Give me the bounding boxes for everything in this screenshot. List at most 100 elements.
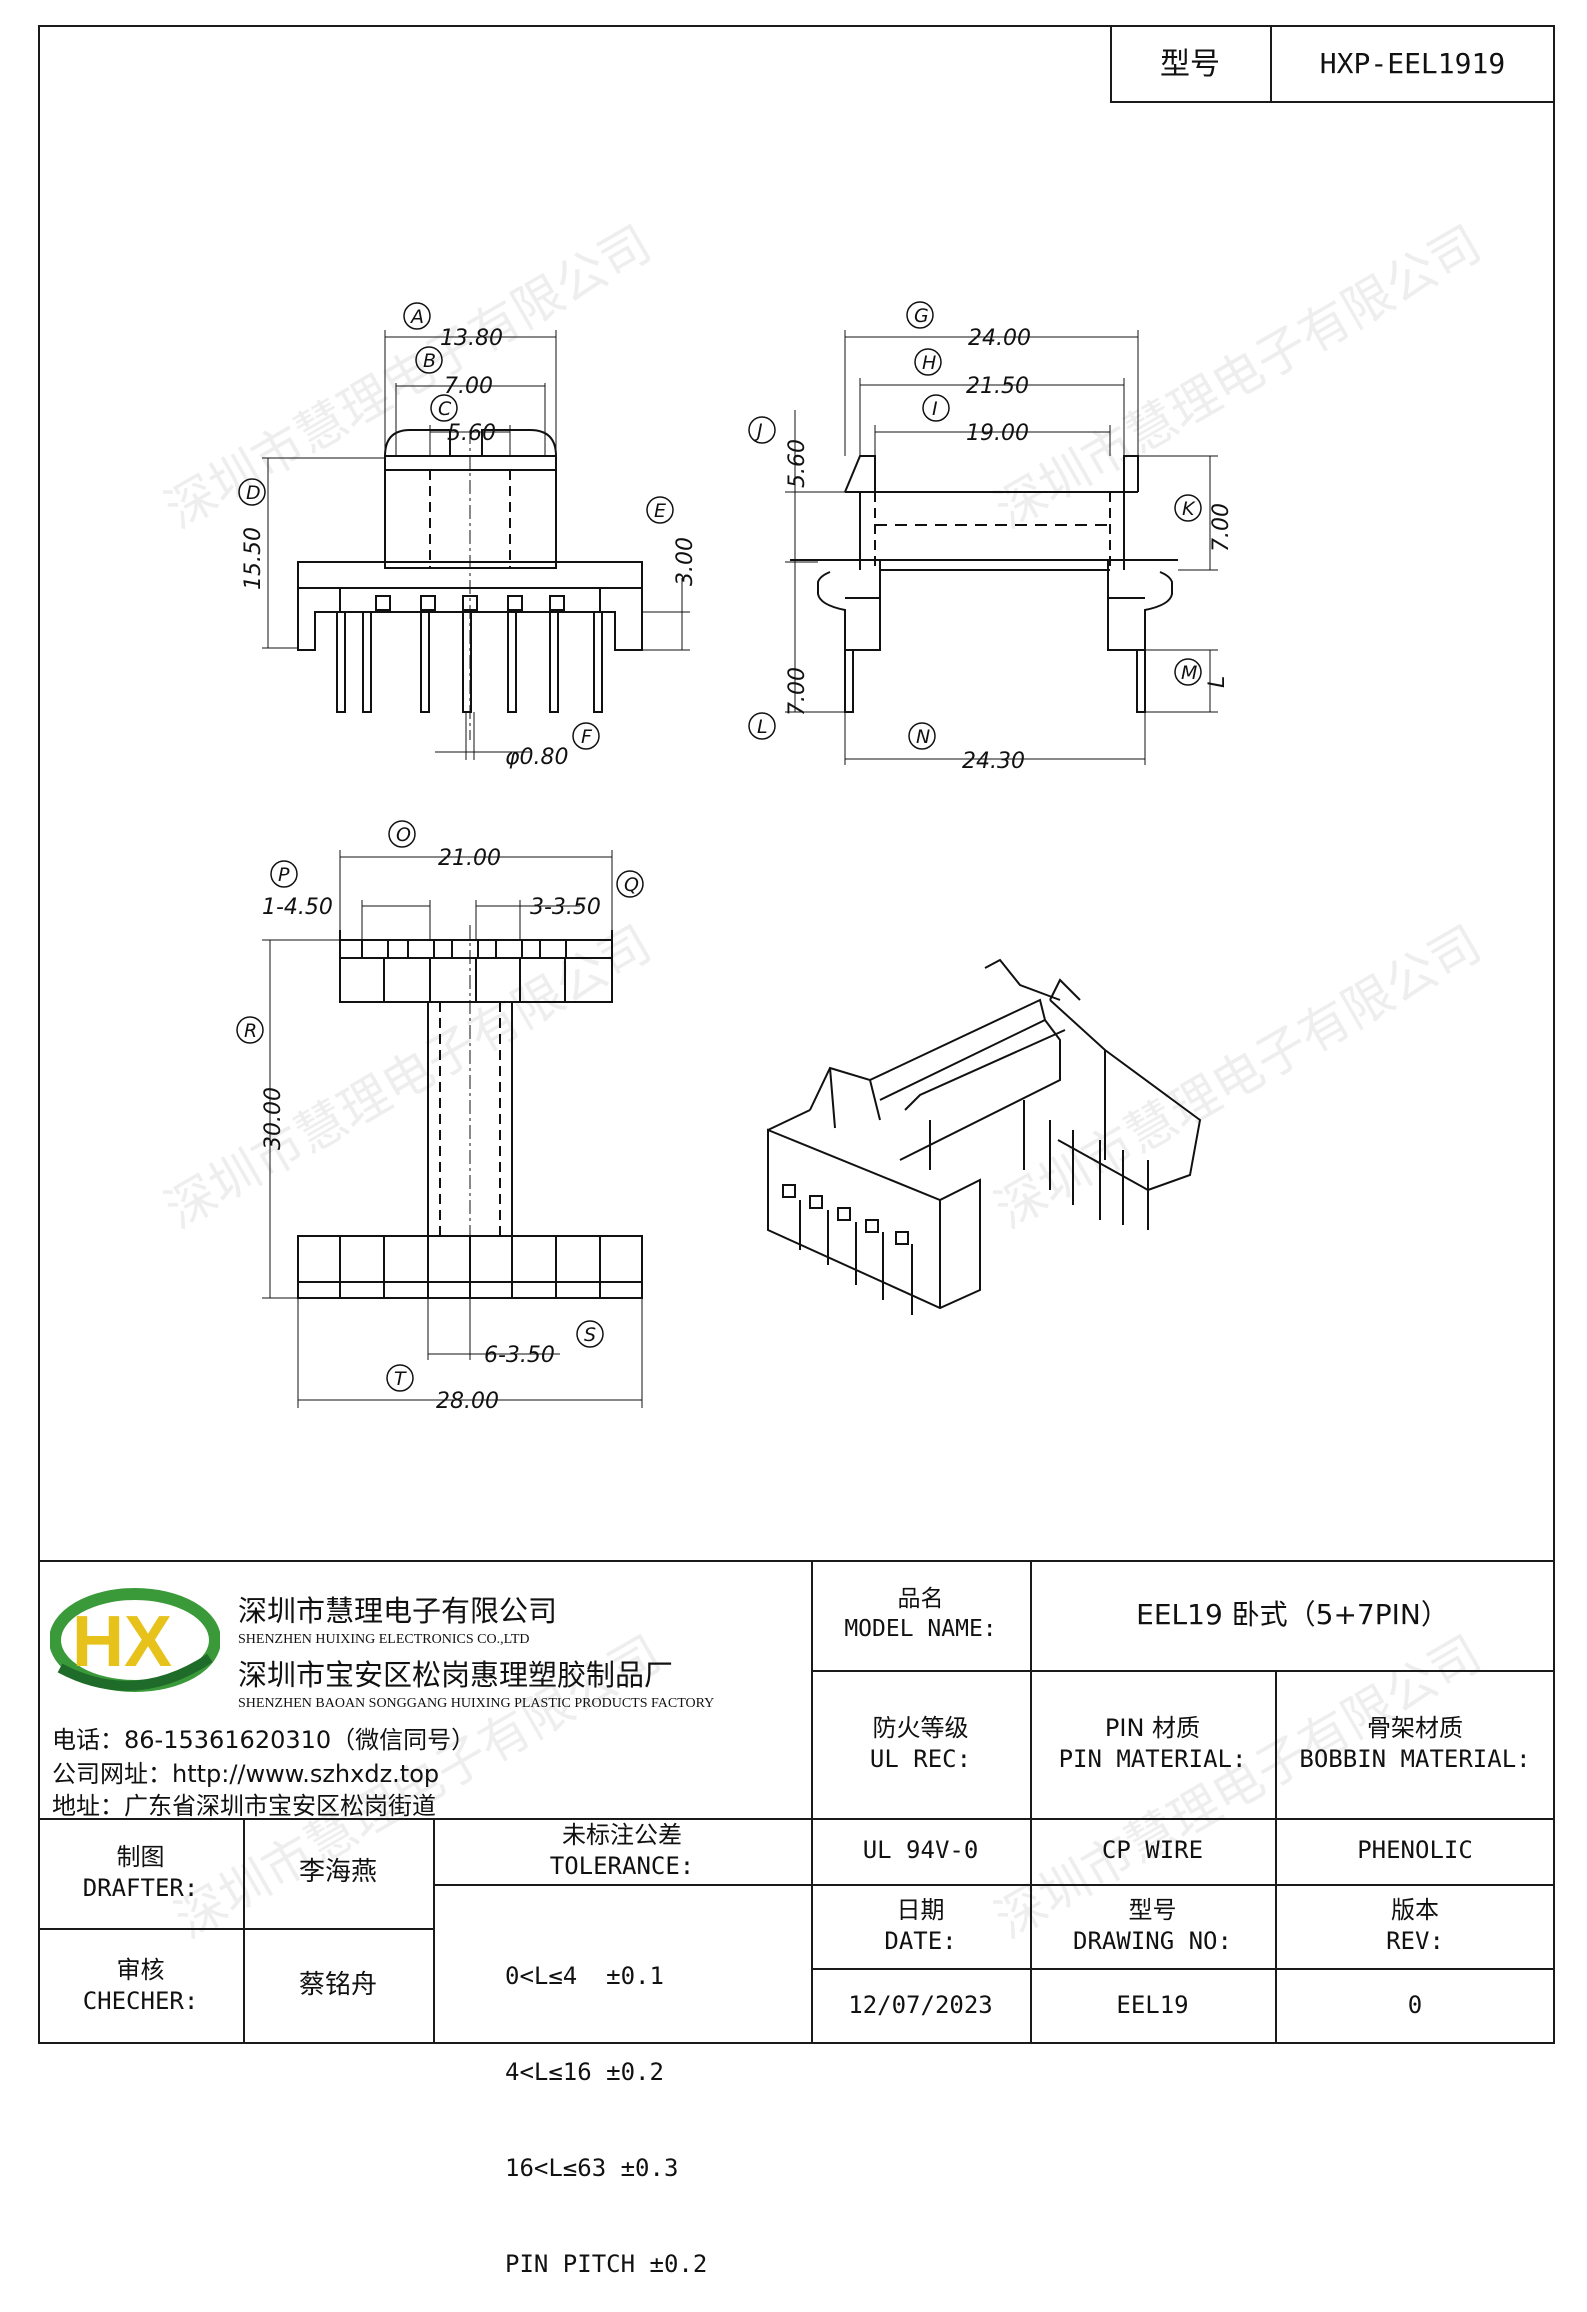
company-logo: HX: [50, 1588, 220, 1692]
checker-label-cn: 审核: [116, 1955, 165, 1984]
circle-letter: D: [246, 482, 261, 504]
bobbin-material-value: PHENOLIC: [1357, 1836, 1473, 1865]
tolerance-row: PIN PITCH ±0.2: [505, 2250, 708, 2278]
isometric-view: [767, 958, 1202, 1315]
company-website: 公司网址：http://www.szhxdz.top: [52, 1760, 440, 1788]
circle-letter: K: [1182, 498, 1196, 520]
tolerance-label: 未标注公差 TOLERANCE:: [433, 1818, 811, 1884]
dim-O: 21.00: [438, 846, 501, 871]
front-view: [238, 302, 690, 760]
model-value: HXP-EEL1919: [1319, 46, 1506, 80]
pin-material-value: CP WIRE: [1101, 1836, 1204, 1865]
bobbin-material-label-en: BOBBIN MATERIAL:: [1299, 1745, 1531, 1773]
drafter-label-en: DRAFTER:: [82, 1874, 199, 1902]
checker-name: 蔡铭舟: [298, 1970, 377, 2001]
technical-drawing: 13.80 7.00 5.60 15.50 3.00 φ0.80 24.00 2…: [236, 301, 1234, 1414]
date-label: 日期 DATE:: [811, 1884, 1030, 1968]
model-name-label: 品名 MODEL NAME:: [811, 1560, 1030, 1670]
circle-letter: I: [932, 398, 938, 420]
fire-rating-label-cn: 防火等级: [872, 1713, 969, 1742]
circle-letter: C: [438, 398, 452, 420]
dim-A: 13.80: [440, 326, 503, 351]
dim-N: 24.30: [962, 749, 1025, 774]
circle-letter: H: [922, 352, 936, 374]
date-value: 12/07/2023: [848, 1991, 993, 2020]
drawing-frame: [38, 25, 1555, 2044]
rev-label-cn: 版本: [1391, 1895, 1439, 1924]
fire-rating-label: 防火等级 UL REC:: [811, 1670, 1030, 1818]
circle-letter: N: [916, 726, 930, 748]
factory-name-cn: 深圳市宝安区松岗惠理塑胶制品厂: [238, 1658, 674, 1692]
drawing-no-label: 型号 DRAWING NO:: [1030, 1884, 1275, 1968]
circle-letter: Q: [624, 874, 639, 896]
bobbin-material-label: 骨架材质 BOBBIN MATERIAL:: [1275, 1670, 1555, 1818]
dim-S: 6-3.50: [484, 1343, 555, 1368]
logo-text: HX: [72, 1602, 172, 1682]
drafter-label: 制图 DRAFTER:: [38, 1818, 243, 1928]
rev-value: 0: [1407, 1991, 1423, 2020]
company-phone: 电话：86-15361620310（微信同号）: [52, 1726, 476, 1754]
drawing-no-label-en: DRAWING NO:: [1073, 1927, 1232, 1955]
bobbin-material-label-cn: 骨架材质: [1367, 1713, 1463, 1742]
company-address: 地址：广东省深圳市宝安区松岗街道: [52, 1792, 436, 1820]
tolerance-row: 4<L≤16 ±0.2: [505, 2058, 664, 2086]
tolerance-table: 0<L≤4 ±0.1 4<L≤16 ±0.2 16<L≤63 ±0.3 PIN …: [505, 1896, 707, 2312]
model-name-label-en: MODEL NAME:: [844, 1616, 997, 1642]
dim-F: φ0.80: [505, 745, 569, 770]
circle-letter: T: [394, 1368, 407, 1390]
date-label-cn: 日期: [896, 1895, 945, 1924]
dim-T: 28.00: [436, 1389, 499, 1414]
model-box: [1110, 25, 1555, 103]
circle-letter: M: [1181, 662, 1197, 684]
drawing-no-value: EEL19: [1116, 1991, 1189, 2020]
rev-label: 版本 REV:: [1275, 1884, 1555, 1968]
circle-letter: P: [278, 864, 290, 886]
drawing-no-label-cn: 型号: [1128, 1895, 1177, 1924]
circle-letter: J: [753, 420, 763, 442]
pin-material-label-en: PIN MATERIAL:: [1058, 1745, 1247, 1773]
dim-R: 30.00: [261, 1087, 286, 1150]
circle-letter: R: [244, 1020, 257, 1042]
tolerance-label-cn: 未标注公差: [562, 1820, 682, 1849]
bottom-view: [236, 820, 644, 1408]
model-name-label-cn: 品名: [897, 1586, 944, 1613]
dim-J: 5.60: [785, 439, 810, 488]
fire-rating-value: UL 94V-0: [862, 1836, 979, 1865]
checker-label: 审核 CHECHER:: [38, 1928, 243, 2044]
tolerance-row: 0<L≤4 ±0.1: [505, 1962, 664, 1990]
company-name-en: SHENZHEN HUIXING ELECTRONICS CO.,LTD: [238, 1632, 530, 1647]
circle-letter: O: [396, 824, 411, 846]
circle-letter: E: [654, 500, 666, 522]
dim-Q: 3-3.50: [530, 895, 601, 920]
dim-K: 7.00: [1209, 503, 1234, 552]
dim-I: 19.00: [966, 421, 1029, 446]
circle-letter: G: [914, 305, 929, 327]
date-label-en: DATE:: [884, 1927, 957, 1955]
fire-rating-label-en: UL REC:: [869, 1745, 972, 1773]
side-view: [748, 301, 1218, 765]
tolerance-row: 16<L≤63 ±0.3: [505, 2154, 679, 2182]
model-label: 型号: [1160, 46, 1220, 82]
circle-letter: L: [757, 716, 768, 738]
circle-letter: B: [423, 350, 436, 372]
dim-H: 21.50: [966, 374, 1029, 399]
circle-letter: F: [581, 726, 593, 748]
drafter-label-cn: 制图: [116, 1842, 165, 1871]
rev-label-en: REV:: [1386, 1927, 1444, 1955]
dim-M: L: [1205, 676, 1230, 688]
dim-E: 3.00: [673, 537, 698, 586]
pin-material-label-cn: PIN 材质: [1104, 1713, 1201, 1742]
checker-label-en: CHECHER:: [82, 1987, 199, 2015]
dimension-labels: 13.80 7.00 5.60 15.50 3.00 φ0.80 24.00 2…: [241, 326, 1234, 1414]
pin-material-label: PIN 材质 PIN MATERIAL:: [1030, 1670, 1275, 1818]
drafter-name: 李海燕: [298, 1857, 377, 1888]
dim-D: 15.50: [241, 527, 266, 590]
circle-letter: S: [584, 1324, 596, 1346]
dim-C: 5.60: [447, 421, 496, 446]
company-name-cn: 深圳市慧理电子有限公司: [238, 1594, 558, 1628]
factory-name-en: SHENZHEN BAOAN SONGGANG HUIXING PLASTIC …: [238, 1696, 715, 1711]
dim-B: 7.00: [444, 374, 493, 399]
dim-G: 24.00: [968, 326, 1031, 351]
circle-letter: A: [409, 306, 424, 328]
dim-L: 7.00: [785, 667, 810, 716]
